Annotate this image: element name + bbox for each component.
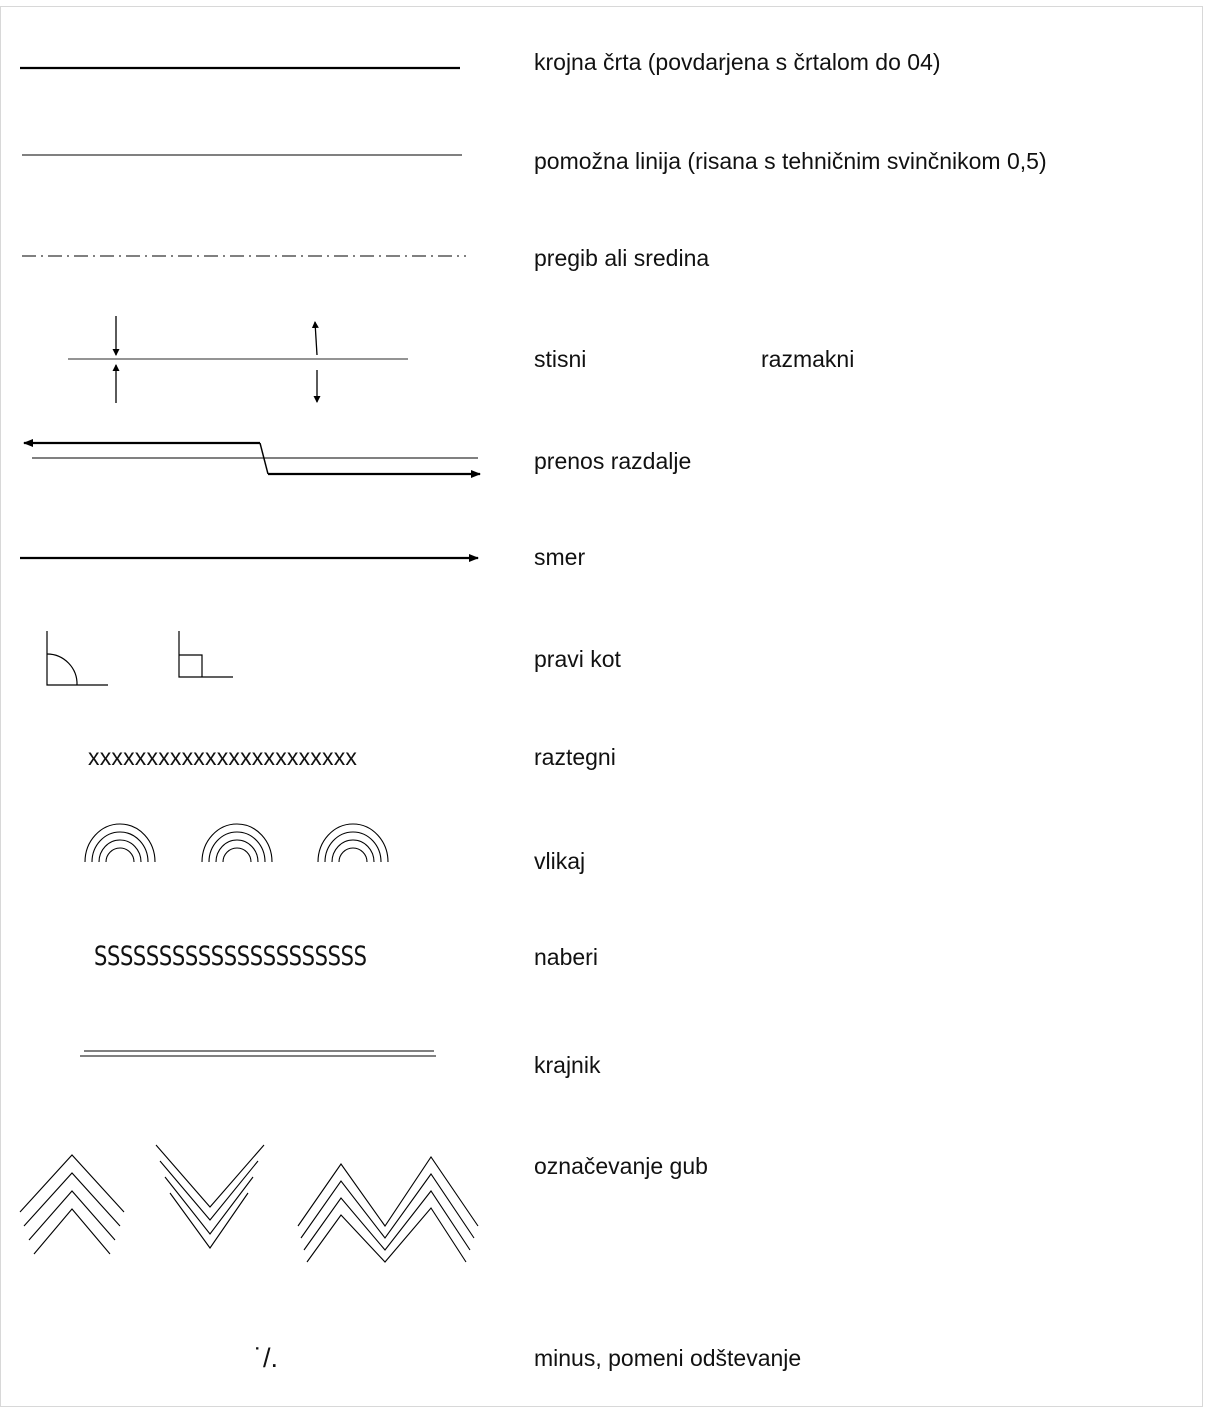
distance-transfer-symbol [23,439,481,478]
label-iron-in: vlikaj [534,848,586,874]
minus-symbol: ˙/. [254,1343,278,1373]
label-stretch: raztegni [534,744,616,770]
stretch-symbol: xxxxxxxxxxxxxxxxxxxxxxx [88,744,358,770]
label-fold-center: pregib ali sredina [534,245,710,271]
label-minus: minus, pomeni odštevanje [534,1345,802,1371]
label-guide-line: pomožna linija (risana s tehničnim svinč… [534,148,1047,174]
pleat-marking-symbol [19,1144,479,1263]
gather-symbol: SSSSSSSSSSSSSSSSSSSSS [94,941,367,972]
right-angle-symbol [46,631,233,686]
label-cut-line: krojna črta (povdarjena s črtalom do 04) [534,49,941,75]
page-frame [0,6,1203,1407]
label-right-angle: pravi kot [534,646,621,672]
selvedge-symbol [80,1050,436,1057]
label-gather: naberi [534,944,598,970]
iron-in-symbol [84,823,389,863]
label-direction: smer [534,544,586,570]
label-selvedge: krajnik [534,1052,601,1078]
label-pleat-marking: označevanje gub [534,1153,708,1179]
label-distance-transfer: prenos razdalje [534,448,692,474]
label-spread: razmakni [761,346,855,372]
label-compress: stisni [534,346,587,372]
compress-spread-symbol [68,316,408,403]
